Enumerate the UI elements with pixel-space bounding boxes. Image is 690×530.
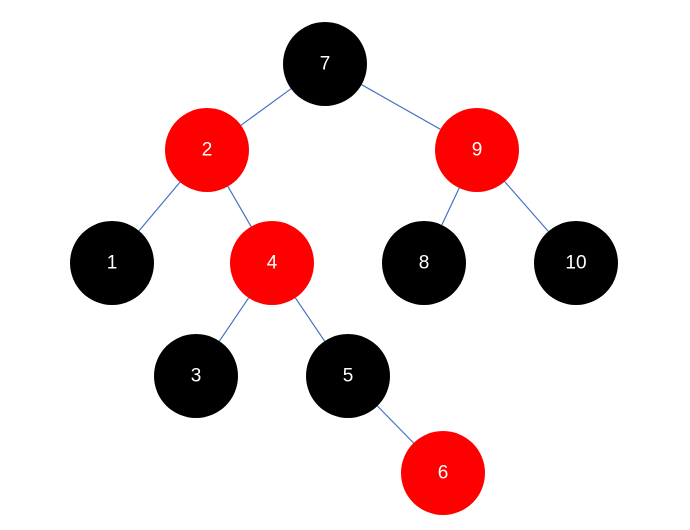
edge-n7-n9: [361, 84, 441, 130]
edge-n2-n4: [227, 186, 252, 227]
node-circle-3: [154, 334, 238, 418]
tree-node-10: 10: [534, 221, 618, 305]
edge-n9-n8: [441, 187, 460, 226]
node-label-7: 7: [320, 54, 331, 75]
edge-n4-n5: [294, 297, 326, 342]
edge-n4-n3: [218, 297, 250, 342]
node-label-8: 8: [419, 253, 430, 274]
node-label-3: 3: [191, 366, 202, 387]
edge-n7-n2: [240, 88, 292, 126]
node-circle-4: [230, 221, 314, 305]
edge-n2-n1: [138, 181, 181, 232]
node-circle-7: [283, 22, 367, 106]
tree-node-8: 8: [382, 221, 466, 305]
tree-node-1: 1: [70, 221, 154, 305]
node-label-10: 10: [565, 253, 586, 274]
node-circle-10: [534, 221, 618, 305]
tree-node-9: 9: [435, 108, 519, 192]
tree-node-3: 3: [154, 334, 238, 418]
tree-node-5: 5: [306, 334, 390, 418]
node-circle-5: [306, 334, 390, 418]
node-label-9: 9: [472, 140, 483, 161]
node-circle-8: [382, 221, 466, 305]
tree-node-6: 6: [401, 431, 485, 515]
node-circle-1: [70, 221, 154, 305]
edge-n5-n6: [376, 405, 415, 444]
node-circle-6: [401, 431, 485, 515]
node-label-1: 1: [107, 253, 118, 274]
tree-edges: [138, 84, 549, 444]
node-circle-2: [165, 108, 249, 192]
node-label-4: 4: [267, 253, 278, 274]
node-label-2: 2: [202, 140, 213, 161]
tree-node-7: 7: [283, 22, 367, 106]
tree-node-4: 4: [230, 221, 314, 305]
edge-n9-n10: [504, 181, 549, 232]
tree-nodes: 7 2 9 1 4 8 10 3 5 6: [70, 22, 618, 515]
node-circle-9: [435, 108, 519, 192]
node-label-5: 5: [343, 366, 354, 387]
tree-node-2: 2: [165, 108, 249, 192]
node-label-6: 6: [438, 463, 449, 484]
